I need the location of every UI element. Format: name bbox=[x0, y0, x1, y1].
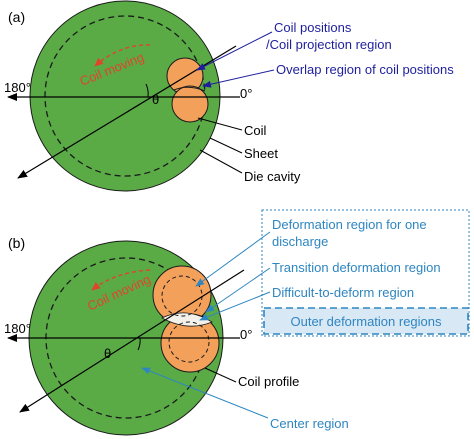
deformation-one-pointer bbox=[195, 231, 271, 287]
coil-positions-pointer bbox=[196, 31, 273, 71]
regions-legend-box bbox=[261, 209, 470, 337]
center-region-pointer bbox=[141, 367, 269, 419]
die-cavity-label: Die cavity bbox=[244, 169, 301, 184]
coil-moving-arrow bbox=[94, 44, 151, 67]
sheet-disc bbox=[29, 0, 221, 192]
overlap-pointer bbox=[202, 69, 275, 88]
coil-projection-label: /Coil projection region bbox=[266, 37, 392, 52]
deformation-one-label: Deformation region for one bbox=[272, 217, 427, 232]
transition-pointer bbox=[205, 267, 271, 313]
sheet-label: Sheet bbox=[244, 146, 278, 161]
outer-label: Outer deformation regions bbox=[290, 314, 442, 329]
coil-moving-arrow bbox=[91, 269, 151, 291]
transition-label: Transition deformation region bbox=[272, 260, 441, 275]
angle-0-label: 0° bbox=[240, 86, 252, 101]
outer-regions-box bbox=[263, 307, 469, 335]
panel-b: (b) θ 180° 0° Coil moving Deformation re… bbox=[4, 209, 470, 436]
coil-profile-leader bbox=[204, 367, 237, 383]
diagonal-axis-arrow bbox=[19, 269, 245, 413]
theta-label: θ bbox=[104, 346, 111, 361]
overlap-label: Overlap region of coil positions bbox=[276, 62, 454, 77]
angle-180-label: 180° bbox=[4, 80, 31, 95]
center-region-label: Center region bbox=[270, 416, 349, 431]
coil-position-lower bbox=[171, 85, 209, 123]
angle-0-label: 0° bbox=[240, 327, 252, 342]
coil-label: Coil bbox=[244, 123, 267, 138]
angle-180-label: 180° bbox=[4, 321, 31, 336]
difficult-pointer bbox=[199, 291, 271, 321]
panel-a-label: (a) bbox=[8, 9, 25, 25]
difficult-label: Difficult-to-deform region bbox=[272, 285, 414, 300]
panel-a: (a) θ 180° 0° Coil moving Coil positions… bbox=[4, 0, 454, 192]
deformation-region-lower bbox=[168, 321, 210, 363]
panel-b-label: (b) bbox=[8, 235, 25, 251]
theta-label: θ bbox=[152, 92, 159, 107]
theta-arc bbox=[137, 337, 141, 351]
coil-profile-label: Coil profile bbox=[238, 374, 299, 389]
theta-arc bbox=[145, 83, 149, 98]
overlap-region-arc bbox=[173, 86, 206, 92]
coil-positions-label: Coil positions bbox=[274, 20, 352, 35]
die-cavity-leader bbox=[199, 149, 243, 174]
deformation-one-label-cont: discharge bbox=[272, 234, 328, 249]
coil-leader bbox=[197, 117, 243, 131]
sheet-leader bbox=[209, 137, 243, 154]
